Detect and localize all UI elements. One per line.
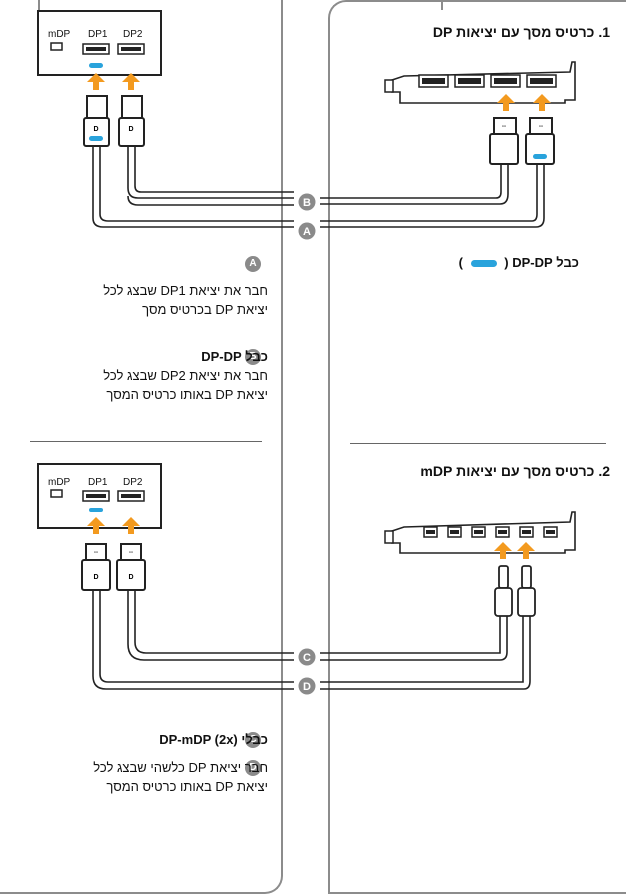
section-separator (30, 441, 262, 442)
mdp-port-label: mDP (48, 29, 71, 40)
graphics-card-mdp (384, 511, 576, 554)
cable-b-text-1: חבר את יציאת DP2 שבצג לכל (103, 368, 268, 383)
cable-a-description: חבר את יציאת DP1 שבצג לכל יציאת DP בכרטי… (8, 281, 268, 319)
dp2-port-label: DP2 (123, 29, 143, 40)
svg-text:▫▫: ▫▫ (539, 124, 543, 130)
cable-d-line (92, 590, 531, 690)
badge-d (298, 677, 316, 695)
cable-a-line (92, 146, 545, 228)
badge-b-legend: B (245, 349, 261, 365)
mdp-port-icon (50, 42, 63, 51)
up-arrow-icon (122, 517, 140, 534)
cable-b-description: כבל DP-DP חבר את יציאת DP2 שבצג לכל יציא… (8, 347, 268, 404)
dp-connector-c: ▫▫ D (116, 543, 146, 591)
cable-c-line (127, 590, 508, 661)
badge-a (298, 222, 316, 240)
dp-logo-icon: D (128, 574, 133, 581)
dp-connector-d: ▫▫ D (81, 543, 111, 591)
cable-c-heading: כבלי DP-mDP (2x) (8, 730, 268, 749)
badge-a-legend: A (245, 256, 261, 272)
svg-text:▫▫: ▫▫ (94, 550, 98, 556)
cable-a-title: כבל DP-DP (512, 255, 579, 270)
mdp-connector-d (517, 565, 536, 617)
cable-a-heading: כבל DP-DP ( ) (349, 253, 579, 272)
mdp-port-icon (50, 489, 63, 498)
cable-d-text-1: חבר יציאת DP כלשהי שבצג לכל (93, 760, 268, 775)
dp2-port-label: DP2 (123, 477, 143, 488)
section2-title: 2. כרטיס מסך עם יציאות mDP (420, 463, 610, 479)
dp-logo-icon: D (93, 126, 98, 133)
tab-divider (441, 0, 443, 10)
mdp-connector-c (494, 565, 513, 617)
right-panel (328, 0, 626, 894)
dp-connector-b: D (118, 95, 145, 147)
cable-d-description: חבר יציאת DP כלשהי שבצג לכל יציאת DP באו… (8, 758, 268, 796)
dp-connector-b-card: ▫▫ (489, 117, 519, 165)
svg-text:▫▫: ▫▫ (502, 124, 506, 130)
paren-close: ) (458, 255, 464, 270)
badge-d-legend: D (245, 760, 261, 776)
badge-c-legend: C (245, 732, 261, 748)
dp-connector-a: D (83, 95, 110, 147)
cable-a-text-1: חבר את יציאת DP1 שבצג לכל (103, 283, 268, 298)
dp1-port-label: DP1 (88, 477, 108, 488)
graphics-card-dp (384, 61, 576, 104)
up-arrow-icon (87, 73, 105, 90)
cable-d-text-2: יציאת DP באותו כרטיס המסך (106, 779, 268, 794)
badge-a-label: A (303, 226, 311, 238)
cable-b-text-2: יציאת DP באותו כרטיס המסך (106, 387, 268, 402)
badge-d-label: D (303, 681, 311, 693)
badge-b-label: B (303, 197, 311, 209)
cable-b-title: כבל DP-DP (201, 349, 268, 364)
up-arrow-icon (87, 517, 105, 534)
badge-b (298, 193, 316, 211)
section1-title: 1. כרטיס מסך עם יציאות DP (432, 24, 610, 40)
badge-c (298, 648, 316, 666)
svg-text:▫▫: ▫▫ (129, 550, 133, 556)
cable-a-marker (89, 63, 103, 68)
cable-c-title: כבלי DP-mDP (2x) (159, 732, 268, 747)
left-panel (0, 0, 283, 894)
cable-a-marker (89, 508, 103, 512)
up-arrow-icon (122, 73, 140, 90)
cable-a-marker (533, 154, 547, 159)
tab-divider (38, 0, 40, 10)
mdp-port-label: mDP (48, 477, 71, 488)
section-separator (350, 443, 606, 444)
cable-a-marker (89, 136, 103, 141)
dp-connector-a-card: ▫▫ (525, 117, 555, 165)
cable-a-text-2: יציאת DP בכרטיס מסך (142, 302, 268, 317)
badge-c-label: C (303, 652, 311, 664)
blue-cable-marker (470, 260, 497, 268)
paren-open: ( (504, 255, 509, 270)
cable-b-line (127, 146, 509, 206)
dp-logo-icon: D (93, 574, 98, 581)
dp1-port-label: DP1 (88, 29, 108, 40)
dp-logo-icon: D (128, 126, 133, 133)
